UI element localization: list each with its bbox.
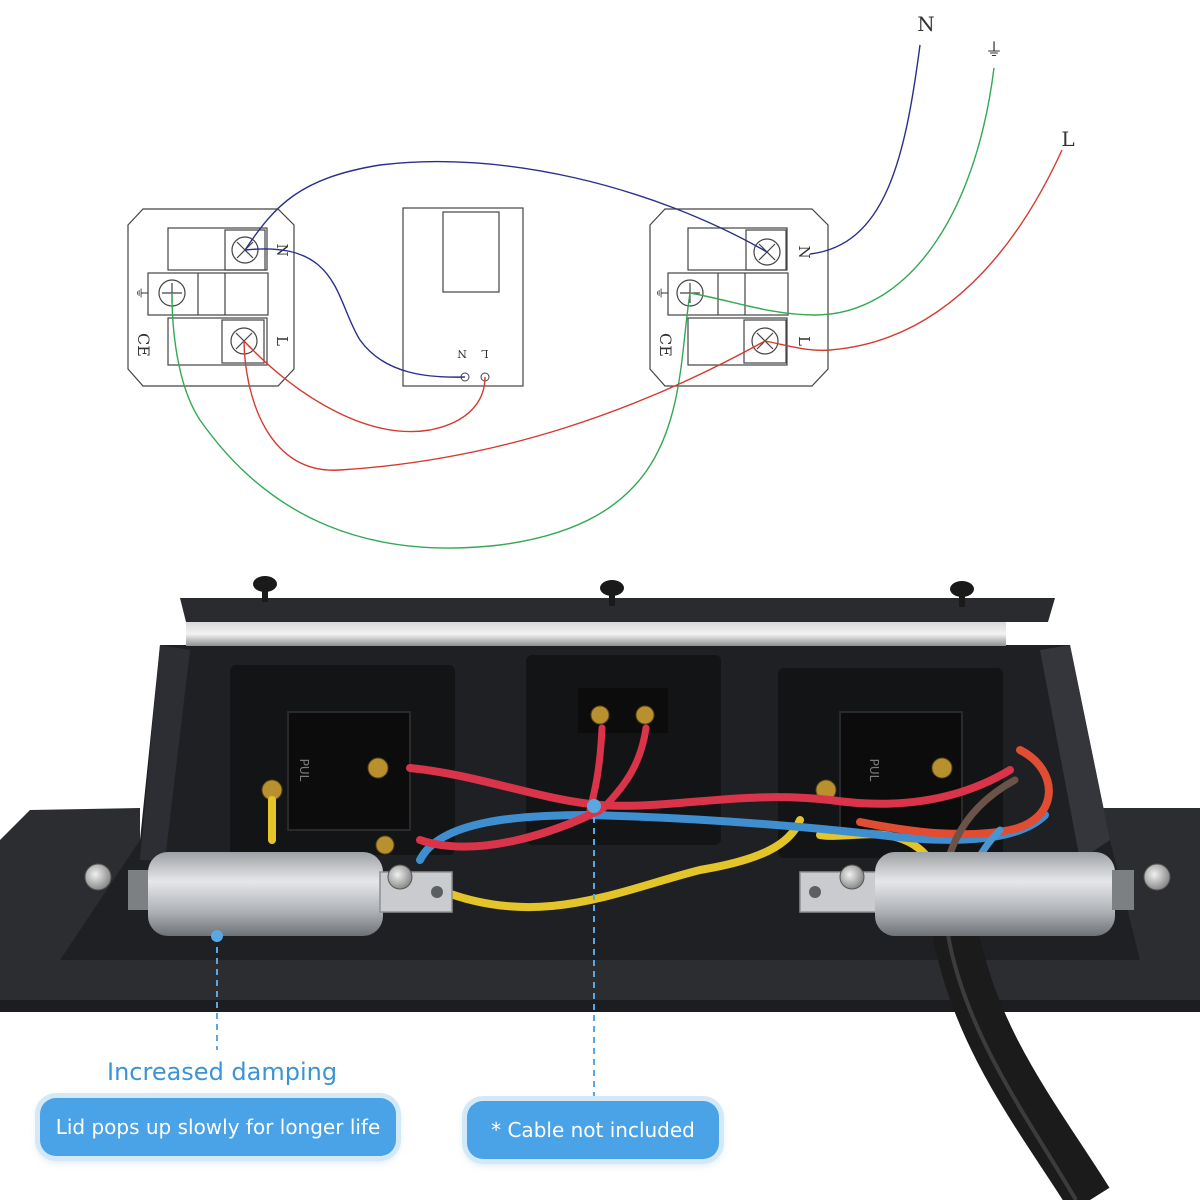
- photo-power-cable-highlight: [946, 934, 1078, 1200]
- live-module-wire: [243, 340, 486, 433]
- left-socket-module: PUL: [230, 665, 455, 855]
- top-screw-left: [253, 576, 277, 602]
- top-screw-middle: [600, 580, 624, 606]
- supply-neutral-label: N: [917, 12, 935, 36]
- right-socket-neutral-label: N: [795, 245, 813, 258]
- damping-caption: Increased damping: [107, 1058, 338, 1086]
- photo-power-cable: [932, 925, 1110, 1200]
- right-damper-cylinder: [799, 852, 1171, 936]
- middle-module-live-label: L: [481, 347, 489, 360]
- top-screw-right: [950, 581, 974, 607]
- live-supply-wire: [764, 149, 1063, 352]
- supply-ground-symbol: ⏚: [985, 40, 1003, 61]
- photo-red-live-wire-left: [406, 764, 1014, 810]
- housing-left-wall: [140, 645, 190, 860]
- left-damper-cylinder: [84, 852, 453, 936]
- wiring-diagram: N L ⏚ CE N L: [127, 12, 1075, 549]
- neutral-module-wire: [244, 248, 466, 378]
- photo-red-live-wire-cross: [416, 806, 604, 851]
- right-terminal-label: PUL: [867, 759, 881, 782]
- neutral-bridge-wire: [244, 160, 768, 253]
- callout-leaders: [211, 799, 601, 1098]
- live-bridge-wire: [243, 340, 766, 471]
- supply-live-label: L: [1061, 127, 1074, 151]
- left-socket-ground-symbol: ⏚: [133, 286, 149, 300]
- middle-module-neutral-label: N: [457, 347, 467, 360]
- left-socket-outline: [127, 208, 295, 387]
- right-socket-ce-mark: CE: [656, 333, 675, 357]
- photo-red-live-wire-right: [856, 746, 1053, 839]
- right-socket-ground-symbol: ⏚: [653, 286, 669, 300]
- base-plate: [0, 808, 1200, 1012]
- ground-supply-wire: [689, 67, 995, 316]
- housing-right-wall: [1040, 645, 1110, 860]
- right-socket-outline: [649, 208, 829, 387]
- lid-bar: [180, 598, 1055, 622]
- photo-blue-neutral-wire: [416, 810, 1049, 864]
- left-terminal-label: PUL: [297, 759, 311, 782]
- neutral-supply-wire: [809, 44, 921, 255]
- ground-bridge-wire: [171, 292, 691, 549]
- lid-bar-chrome: [186, 622, 1006, 646]
- lid-note-badge: Lid pops up slowly for longer life: [40, 1098, 396, 1156]
- left-socket-ce-mark: CE: [134, 333, 153, 357]
- middle-module-photo: [526, 655, 721, 845]
- left-socket-live-label: L: [273, 336, 291, 346]
- right-socket-module: PUL: [778, 668, 1003, 858]
- base-plate-edge: [0, 1000, 1200, 1012]
- cable-note-badge: * Cable not included: [467, 1101, 719, 1159]
- brass-terminal-screws: [261, 705, 953, 855]
- middle-module-outline: [402, 207, 524, 387]
- right-socket-live-label: L: [795, 336, 813, 346]
